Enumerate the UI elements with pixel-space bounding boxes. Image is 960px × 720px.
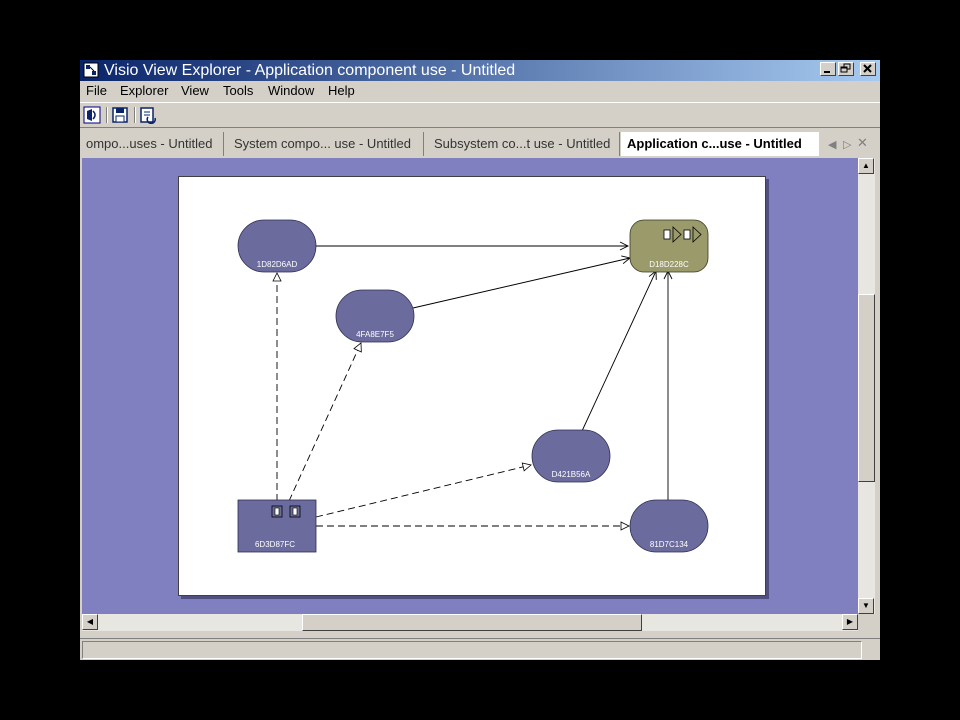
tab-close-icon[interactable]: ✕	[857, 135, 868, 150]
component-symbol-icon	[663, 226, 702, 243]
component-box-icon	[271, 505, 301, 518]
restore-button[interactable]	[838, 62, 854, 76]
node-label: D18D228C	[649, 260, 689, 269]
tab-scroll-right-icon[interactable]: ▷	[843, 139, 852, 151]
toolbar	[80, 102, 880, 128]
restore-icon	[840, 63, 851, 73]
component-node-1D82D6AD[interactable]: 1D82D6AD	[237, 219, 317, 273]
vertical-scroll-thumb[interactable]	[858, 294, 875, 482]
refresh-icon[interactable]	[139, 106, 157, 124]
status-bar	[80, 638, 880, 660]
node-label: 81D7C134	[650, 540, 689, 549]
menu-bar: File Explorer View Tools Window Help	[80, 81, 880, 101]
scroll-up-button[interactable]: ▲	[858, 158, 874, 174]
drawing-page[interactable]: 1D82D6AD 4FA8E7F5 D18D228C	[178, 176, 766, 596]
tab-application-component-use[interactable]: Application c...use - Untitled	[621, 132, 819, 156]
diagram-canvas: 1D82D6AD 4FA8E7F5 D18D228C	[237, 219, 709, 553]
menu-explorer[interactable]: Explorer	[120, 83, 169, 98]
node-label: 4FA8E7F5	[356, 330, 394, 339]
menu-file[interactable]: File	[86, 83, 107, 98]
component-node-D421B56A[interactable]: D421B56A	[531, 429, 611, 483]
tab-subsystem-component-use[interactable]: Subsystem co...t use - Untitled	[428, 132, 620, 156]
dependency-6D3D87FC-to-D421B56A[interactable]	[315, 462, 532, 518]
tab-component-uses[interactable]: ompo...uses - Untitled	[80, 132, 224, 156]
title-bar[interactable]: Visio View Explorer - Application compon…	[80, 60, 880, 81]
horizontal-scrollbar[interactable]: ◀ ▶	[82, 614, 858, 631]
component-node-6D3D87FC[interactable]: 6D3D87FC	[237, 499, 317, 553]
document-tab-bar: ompo...uses - Untitled System compo... u…	[80, 132, 880, 156]
toolbar-separator	[106, 107, 108, 123]
connector-4FA8E7F5-to-D18D228C[interactable]	[412, 255, 631, 309]
status-pane	[82, 641, 862, 659]
tab-system-component-use[interactable]: System compo... use - Untitled	[228, 132, 424, 156]
connector-D421B56A-to-D18D228C[interactable]	[581, 270, 657, 432]
tab-label: ompo...uses - Untitled	[86, 136, 213, 151]
component-node-4FA8E7F5[interactable]: 4FA8E7F5	[335, 289, 415, 343]
close-button[interactable]	[860, 62, 876, 76]
minimize-button[interactable]	[820, 62, 836, 76]
node-label: D421B56A	[552, 470, 591, 479]
scrollbar-corner	[858, 614, 875, 631]
component-node-D18D228C[interactable]: D18D228C	[629, 219, 709, 273]
tab-label: System compo... use - Untitled	[234, 136, 412, 151]
save-icon[interactable]	[111, 106, 129, 124]
drawing-workspace[interactable]: 1D82D6AD 4FA8E7F5 D18D228C	[82, 158, 858, 614]
app-icon[interactable]	[83, 62, 99, 78]
vertical-scrollbar[interactable]: ▲ ▼	[858, 158, 875, 614]
dependency-6D3D87FC-to-4FA8E7F5[interactable]	[288, 342, 362, 502]
scroll-right-button[interactable]: ▶	[842, 614, 858, 630]
tab-label: Application c...use - Untitled	[627, 136, 802, 151]
menu-tools[interactable]: Tools	[223, 83, 254, 98]
close-icon	[863, 64, 872, 73]
scroll-down-button[interactable]: ▼	[858, 598, 874, 614]
app-window: Visio View Explorer - Application compon…	[80, 60, 880, 660]
menu-window[interactable]: Window	[268, 83, 315, 98]
node-label: 1D82D6AD	[257, 260, 298, 269]
component-node-81D7C134[interactable]: 81D7C134	[629, 499, 709, 553]
node-label: 6D3D87FC	[255, 540, 295, 549]
tab-label: Subsystem co...t use - Untitled	[434, 136, 611, 151]
menu-help[interactable]: Help	[328, 83, 355, 98]
minimize-icon	[824, 71, 830, 73]
scroll-left-button[interactable]: ◀	[82, 614, 98, 630]
horizontal-scroll-thumb[interactable]	[302, 614, 642, 631]
toolbar-separator	[134, 107, 136, 123]
tab-scroll-left-icon[interactable]: ◀	[828, 139, 837, 151]
open-icon[interactable]	[83, 106, 101, 124]
window-title: Visio View Explorer - Application compon…	[104, 62, 516, 79]
menu-view[interactable]: View	[181, 83, 209, 98]
